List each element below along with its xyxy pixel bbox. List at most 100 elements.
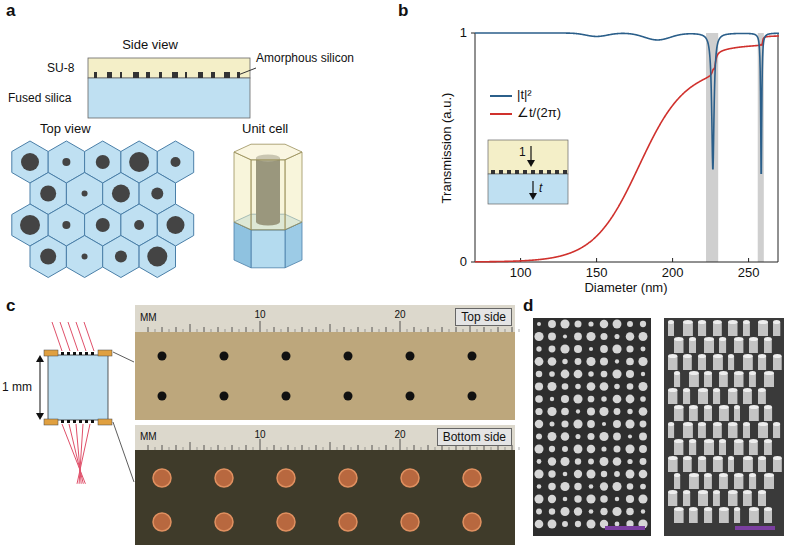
sem-post [575, 358, 582, 365]
sem-post [641, 509, 645, 513]
sem-pillar-top [734, 473, 743, 477]
ruler-tick [414, 445, 415, 450]
light-ray [76, 322, 86, 351]
sem-pillar-top [698, 456, 706, 460]
sem-post [560, 507, 569, 516]
metasurface-dash [79, 352, 82, 355]
x-tick [748, 258, 749, 262]
sem-post [562, 359, 567, 364]
inset-post [523, 170, 527, 174]
sem-pillar [749, 441, 758, 455]
sem-pillar-top [674, 405, 684, 409]
sem-post [639, 407, 648, 416]
sem-post [548, 483, 555, 490]
sem-pillar-top [668, 320, 674, 324]
light-ray [79, 424, 83, 484]
sem-pillar [668, 492, 677, 506]
sem-post [535, 520, 544, 529]
sem-image [533, 318, 651, 536]
ruler-text: 10 [254, 429, 265, 440]
sem-post [574, 507, 582, 515]
sem-pillar-top [683, 354, 692, 358]
tick-label: 150 [586, 266, 608, 280]
lens-dot [158, 352, 167, 361]
gold-ring [339, 469, 357, 487]
silicon-post [198, 72, 203, 78]
sem-pillar [749, 373, 756, 387]
ruler-tick [218, 445, 219, 450]
lens-dot [344, 352, 353, 361]
sem-post [640, 321, 646, 327]
sem-pillar-top [683, 422, 693, 426]
sem-pillar [734, 373, 744, 387]
sem-post [640, 458, 647, 465]
sem-pillar [674, 373, 680, 387]
sem-pillar-top [749, 405, 759, 409]
sem-post [574, 445, 583, 454]
photo-top [135, 305, 515, 420]
sem-pillar-top [683, 456, 692, 460]
sem-post [536, 371, 543, 378]
silicon-post [224, 72, 230, 78]
light-ray [60, 322, 70, 351]
ruler-tick [372, 327, 373, 332]
sem-pillar-top [689, 337, 696, 341]
su8-face [251, 160, 285, 230]
ruler-tick [169, 447, 170, 450]
sem-post [561, 432, 570, 441]
sem-pillar [683, 390, 690, 404]
sem-post [626, 495, 634, 503]
sem-post [587, 407, 595, 415]
tick-label: 100 [510, 266, 532, 280]
sem-post [550, 397, 554, 401]
sem-post [586, 469, 595, 478]
sem-post [640, 396, 646, 402]
ruler-tick [505, 329, 506, 332]
sem-pillar [704, 509, 712, 523]
sem-pillar-top [713, 490, 720, 494]
ruler-tick [197, 447, 198, 450]
lens-dot [406, 352, 415, 361]
sem-post [548, 470, 555, 477]
ruler-tick [316, 445, 317, 450]
gold-ring [339, 513, 357, 531]
sem-post [639, 433, 647, 441]
sem-post [574, 345, 582, 353]
sem-pillar [698, 492, 708, 506]
su8-face [234, 152, 251, 230]
sem-post [561, 370, 570, 379]
panel-letter: c [6, 297, 15, 316]
ruler-tick [344, 445, 345, 450]
ruler-tick [393, 329, 394, 332]
ruler-tick [288, 327, 289, 332]
ruler-tick [302, 327, 303, 332]
ruler-tick [421, 447, 422, 450]
ruler-tick [351, 447, 352, 450]
tag-text: Bottom side [443, 430, 506, 444]
silicon-post [21, 153, 39, 171]
arrowhead [36, 413, 44, 420]
sem-pillar-top [713, 422, 722, 426]
sem-post [548, 495, 556, 503]
sem-post [560, 319, 569, 328]
sem-post [600, 382, 609, 391]
silicon-post [147, 247, 167, 267]
ruler-tick [309, 329, 310, 332]
metasurface-dash [85, 420, 88, 423]
sem-pillar-top [689, 405, 698, 409]
sem-pillar-top [734, 507, 740, 511]
ruler-tick [274, 327, 275, 332]
sem-post [639, 470, 648, 479]
sem-pillar [668, 424, 674, 438]
sem-pillar [758, 492, 766, 506]
layer-label: Amorphous silicon [256, 52, 354, 65]
sem-pillar-top [689, 371, 699, 375]
ruler-tick [274, 445, 275, 450]
incident-arrow [530, 146, 531, 162]
sem-post [613, 457, 622, 466]
sem-pillar-top [758, 388, 766, 392]
sem-post [599, 407, 608, 416]
inset-post [531, 170, 535, 174]
